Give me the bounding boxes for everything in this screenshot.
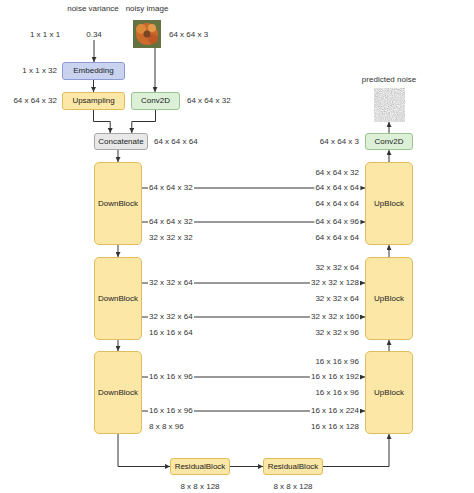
node-text: Concatenate [98,138,143,146]
node-text: Conv2D [375,138,404,146]
node-text: DownBlock [98,389,138,397]
node-text: UpBlock [374,389,404,397]
dimension-label: 32 x 32 x 128 [310,279,360,287]
dimension-label: 32 x 32 x 64 [148,313,194,321]
dimension-label: 64 x 64 x 32 [314,169,360,177]
dimension-label: 32 x 32 x 64 [314,295,360,303]
dimension-label: 8 x 8 x 128 [179,483,220,491]
node-text: ResidualBlock [175,463,226,471]
layer-box: ResidualBlock [263,458,323,475]
flow-arrow [118,150,119,162]
image-background [133,20,161,48]
flow-arrow [323,434,389,467]
layer-box: Conv2D [131,92,180,110]
flow-arrow [389,150,390,162]
dimension-label: 16 x 16 x 96 [148,373,194,381]
dimension-label: 16 x 16 x 128 [310,423,360,431]
layer-box: Concatenate [94,133,148,150]
dimension-label: 64 x 64 x 64 [314,200,360,208]
dimension-label: 64 x 64 x 32 [12,97,58,105]
dimension-label: 0.34 [85,31,103,39]
dimension-label: 32 x 32 x 32 [148,234,194,242]
dimension-label: 64 x 64 x 64 [314,234,360,242]
image-noise-tint [133,20,161,48]
dimension-label: 32 x 32 x 64 [314,264,360,272]
node-text: Conv2D [141,97,170,105]
flow-arrow [118,434,170,467]
dimension-label: 32 x 32 x 160 [310,313,360,321]
dimension-label: 64 x 64 x 3 [319,138,360,146]
layer-box: Embedding [62,62,125,80]
layer-box: Upsampling [62,92,125,110]
flow-arrow [118,245,119,257]
block-box: UpBlock [365,257,413,340]
dimension-label: 16 x 16 x 64 [148,329,194,337]
node-text: DownBlock [98,295,138,303]
node-text: UpBlock [374,295,404,303]
node-text: ResidualBlock [268,463,319,471]
node-text: Upsampling [72,97,114,105]
block-box: DownBlock [94,257,142,340]
dimension-label: 8 x 8 x 96 [148,423,185,431]
dimension-label: noisy image [125,5,170,13]
dimension-label: 1 x 1 x 32 [21,67,58,75]
dimension-label: 64 x 64 x 64 [314,184,360,192]
block-box: DownBlock [94,351,142,434]
dimension-label: 16 x 16 x 96 [314,358,360,366]
dimension-label: noise variance [66,5,120,13]
input-wire [94,40,95,62]
dimension-label: 64 x 64 x 32 [148,218,194,226]
flow-arrow [132,110,156,133]
dimension-label: 16 x 16 x 96 [148,407,194,415]
dimension-label: 64 x 64 x 3 [168,31,209,39]
flow-arrow [118,340,119,351]
noisy-image [133,20,161,48]
flow-arrow [230,466,263,467]
layer-box: Conv2D [365,133,413,150]
dimension-label: 16 x 16 x 96 [314,389,360,397]
input-wire [155,48,156,92]
flow-arrow [94,110,111,133]
layer-box: ResidualBlock [170,458,230,475]
block-box: UpBlock [365,351,413,434]
dimension-label: 16 x 16 x 224 [310,407,360,415]
noise-pattern [374,88,405,122]
node-text: DownBlock [98,200,138,208]
dimension-label: 64 x 64 x 32 [148,184,194,192]
block-box: UpBlock [365,162,413,245]
dimension-label: predicted noise [361,76,417,84]
predicted-noise-image [374,88,405,122]
dimension-label: 8 x 8 x 128 [272,483,313,491]
dimension-label: 64 x 64 x 64 [153,138,199,146]
flow-arrow [93,80,94,92]
dimension-label: 64 x 64 x 32 [186,97,232,105]
node-text: Embedding [73,67,113,75]
node-text: UpBlock [374,200,404,208]
dimension-label: 32 x 32 x 64 [148,279,194,287]
dimension-label: 1 x 1 x 1 [29,31,61,39]
flow-arrow [389,340,390,351]
block-box: DownBlock [94,162,142,245]
dimension-label: 16 x 16 x 192 [310,373,360,381]
flow-arrow [389,245,390,257]
dimension-label: 32 x 32 x 96 [314,329,360,337]
dimension-label: 64 x 64 x 96 [314,218,360,226]
output-wire [389,122,390,133]
